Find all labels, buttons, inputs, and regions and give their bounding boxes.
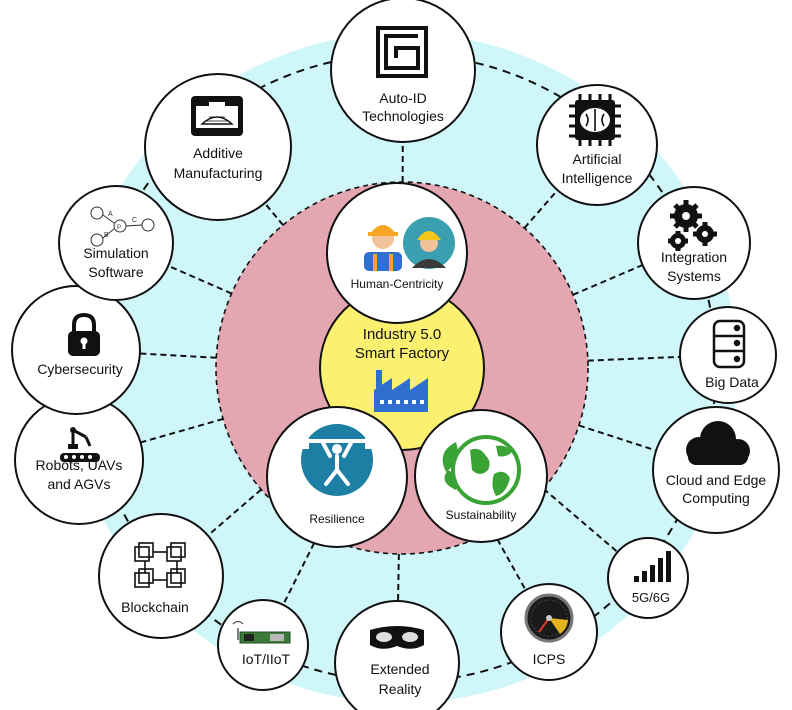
gauge-icon: [524, 593, 574, 643]
workers-icon: [364, 217, 455, 271]
tech-iot-iiot: IoT/IIoT: [217, 599, 309, 691]
tech-label-line-1: 5G/6G: [632, 590, 670, 605]
blockchain-icon: [134, 542, 186, 588]
spoke-line: [282, 533, 320, 606]
spoke-line: [572, 264, 643, 296]
factory-icon: [374, 370, 428, 412]
tech-artificial-intelligence: Artificial Intelligence: [536, 84, 658, 206]
tech-label-line-2: Systems: [667, 268, 721, 284]
tech-label-line-1: Auto-ID: [379, 90, 426, 106]
pillar-resilience: Resilience: [266, 406, 408, 548]
weightlifter-icon: [301, 424, 373, 496]
tech-label-line-2: Manufacturing: [174, 165, 263, 181]
center-line-2: Smart Factory: [355, 345, 450, 362]
rfid-tag-icon: [376, 26, 428, 78]
spoke-line: [263, 202, 284, 226]
pillar-label: Sustainability: [446, 508, 517, 522]
tech-label-line-1: Integration: [661, 249, 727, 265]
spokes: [139, 141, 681, 606]
tech-simulation-software: A P C B Simulation Software: [58, 185, 174, 301]
tech-label-line-1: Cloud and Edge: [666, 472, 767, 488]
tech-5g-6g: 5G/6G: [607, 537, 689, 619]
tech-label-line-1: IoT/IIoT: [242, 651, 291, 667]
tech-label-line-2: Reality: [379, 681, 422, 697]
3d-printer-icon: [191, 96, 243, 136]
center-node: Industry 5.0 Smart Factory: [319, 285, 485, 451]
padlock-icon: [68, 312, 100, 356]
tech-label-line-2: Intelligence: [562, 170, 633, 186]
tech-integration-systems: Integration Systems: [637, 186, 751, 300]
tech-big-data: Big Data: [679, 306, 777, 404]
gears-icon: [668, 200, 717, 251]
tech-label-line-1: Extended: [370, 661, 429, 677]
tech-cybersecurity: Cybersecurity: [11, 285, 141, 415]
pillar-human-centricity: Human-Centricity: [326, 182, 468, 324]
spoke-line: [587, 355, 681, 362]
iot-board-icon: [232, 620, 291, 644]
tech-auto-id: Auto-ID Technologies: [330, 0, 476, 143]
tech-label-line-1: Robots, UAVs: [36, 457, 123, 473]
robot-arm-icon: [60, 427, 100, 462]
tech-extended-reality: Extended Reality: [334, 600, 460, 710]
tech-label-line-1: Simulation: [83, 245, 148, 261]
tech-label-line-2: and AGVs: [47, 476, 110, 492]
tech-label-line-2: Computing: [682, 490, 750, 506]
green-earth-icon: [442, 435, 521, 505]
tech-label-line-1: Cybersecurity: [37, 361, 123, 377]
tech-label-line-2: Software: [88, 264, 143, 280]
tech-label-line-1: Additive: [193, 145, 243, 161]
spoke-line: [397, 553, 400, 602]
tech-label-line-1: ICPS: [533, 651, 566, 667]
pillar-sustainability: Sustainability: [414, 409, 548, 543]
pillar-label: Human-Centricity: [351, 277, 444, 291]
cloud-icon: [686, 421, 750, 465]
technology-nodes: Auto-ID Technologies Art: [11, 0, 780, 710]
spoke-line: [140, 417, 224, 444]
tech-label-line-2: Technologies: [362, 108, 444, 124]
petri-net-icon: A P C B: [90, 206, 155, 247]
spoke-line: [139, 352, 217, 359]
petri-label-p: P: [117, 225, 121, 231]
spoke-line: [578, 424, 657, 452]
tech-icps: ICPS: [500, 583, 598, 681]
petri-label-b: B: [104, 232, 109, 239]
pillar-label: Resilience: [309, 512, 365, 526]
vr-headset-icon: [370, 626, 424, 649]
signal-bars-icon: [634, 551, 671, 582]
database-icon: [712, 319, 746, 369]
tech-robots: Robots, UAVs and AGVs: [14, 395, 144, 525]
tech-label-line-1: Artificial: [572, 151, 621, 167]
petri-label-a: A: [108, 211, 113, 218]
tech-blockchain: Blockchain: [98, 513, 224, 639]
tech-cloud-edge: Cloud and Edge Computing: [652, 406, 780, 534]
tech-additive-manufacturing: Additive Manufacturing: [144, 73, 292, 221]
spoke-line: [542, 488, 619, 553]
spoke-line: [207, 488, 262, 537]
spoke-line: [167, 264, 232, 295]
center-line-1: Industry 5.0: [363, 326, 441, 343]
spoke-line: [523, 189, 559, 229]
tech-label-line-1: Big Data: [705, 374, 759, 390]
tech-label-line-1: Blockchain: [121, 599, 189, 615]
petri-label-c: C: [132, 217, 137, 224]
brain-chip-icon: [569, 94, 621, 146]
